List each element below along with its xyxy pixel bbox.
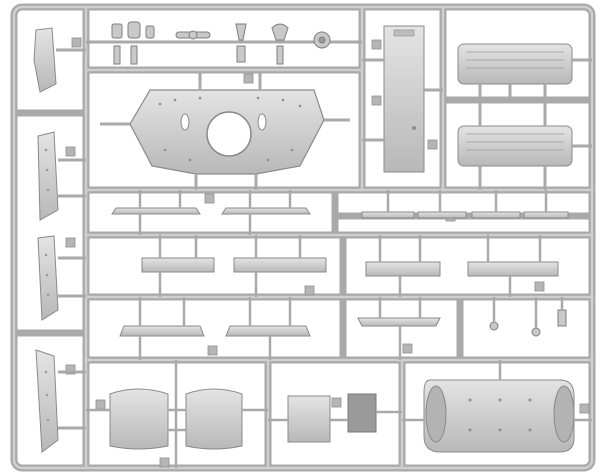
bottom-parts: [86, 360, 592, 468]
small-round-parts: [489, 297, 567, 337]
strip-gates: [138, 190, 548, 360]
top-small-parts: [86, 21, 362, 65]
sprue-frame-highlight: [12, 5, 594, 470]
strip-parts: [111, 207, 569, 337]
fender-boxes: [457, 43, 592, 190]
hull-plate: [100, 72, 350, 190]
part-left-4: [35, 349, 59, 453]
left-column-parts: [33, 27, 86, 453]
tall-plate: [362, 25, 443, 173]
part-left-1: [33, 27, 57, 93]
part-left-3: [37, 235, 59, 321]
part-left-2: [37, 131, 59, 221]
